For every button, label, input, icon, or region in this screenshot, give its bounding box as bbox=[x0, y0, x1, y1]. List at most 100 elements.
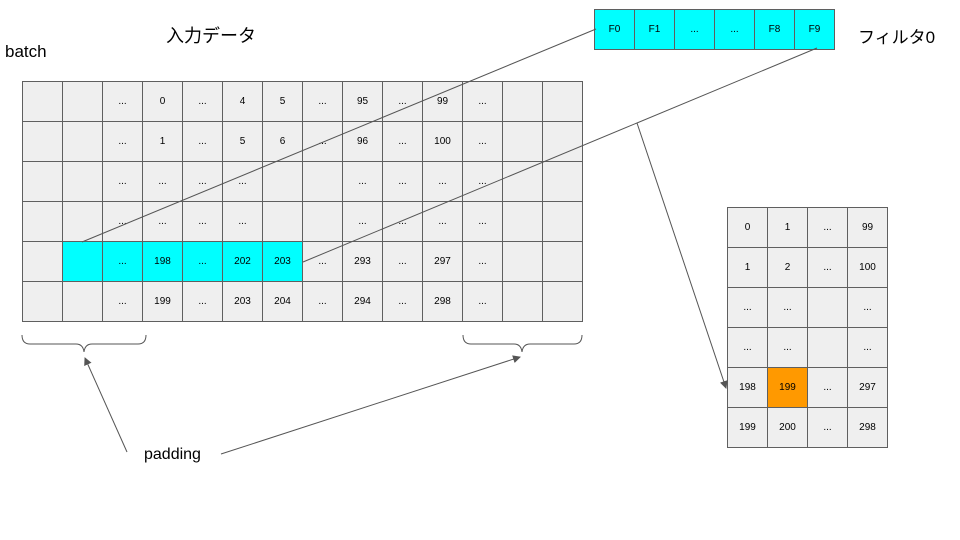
input-grid-cell: ... bbox=[302, 281, 343, 322]
output-grid-cell: ... bbox=[727, 327, 768, 368]
input-grid-cell: ... bbox=[422, 201, 463, 242]
input-grid-cell: ... bbox=[382, 201, 423, 242]
output-grid-cell bbox=[807, 287, 848, 328]
input-grid-cell: ... bbox=[222, 161, 263, 202]
output-grid-cell: 2 bbox=[767, 247, 808, 288]
input-grid-cell: 5 bbox=[222, 121, 263, 162]
input-grid-row: ........................ bbox=[22, 201, 583, 242]
input-grid-cell: ... bbox=[102, 201, 143, 242]
input-grid-cell bbox=[22, 81, 63, 122]
input-grid-cell bbox=[22, 161, 63, 202]
input-grid-cell bbox=[22, 121, 63, 162]
input-grid-cell: 199 bbox=[142, 281, 183, 322]
output-grid-row: ......... bbox=[727, 327, 888, 368]
input-grid-cell bbox=[262, 161, 303, 202]
filter-cell: F1 bbox=[634, 9, 675, 50]
input-grid-cell bbox=[262, 201, 303, 242]
input-grid-cell: ... bbox=[382, 281, 423, 322]
output-grid-cell: ... bbox=[847, 287, 888, 328]
padding-label: padding bbox=[144, 446, 201, 463]
input-grid-cell: 4 bbox=[222, 81, 263, 122]
output-grid-cell: 1 bbox=[767, 207, 808, 248]
output-grid-cell: 1 bbox=[727, 247, 768, 288]
input-grid-cell: 202 bbox=[222, 241, 263, 282]
input-grid-cell: 203 bbox=[222, 281, 263, 322]
input-grid-cell: 297 bbox=[422, 241, 463, 282]
input-grid-cell: 294 bbox=[342, 281, 383, 322]
input-grid-row: ........................ bbox=[22, 161, 583, 202]
input-grid-cell: ... bbox=[142, 201, 183, 242]
input-grid-cell: 99 bbox=[422, 81, 463, 122]
input-grid-cell: ... bbox=[462, 161, 503, 202]
filter-cell: ... bbox=[674, 9, 715, 50]
input-grid-cell bbox=[62, 201, 103, 242]
filter-cell: F8 bbox=[754, 9, 795, 50]
input-grid-cell bbox=[22, 201, 63, 242]
input-grid-cell: ... bbox=[382, 121, 423, 162]
filter-cell: F0 bbox=[594, 9, 635, 50]
padding-arrow-right bbox=[220, 355, 521, 455]
filter-to-output-arrow bbox=[636, 122, 728, 389]
input-grid-cell: 5 bbox=[262, 81, 303, 122]
padding-arrow-left bbox=[84, 357, 128, 453]
input-grid-cell: ... bbox=[382, 81, 423, 122]
input-grid-cell bbox=[542, 241, 583, 282]
input-grid-cell bbox=[502, 241, 543, 282]
output-grid-cell: 99 bbox=[847, 207, 888, 248]
input-grid-cell: ... bbox=[182, 281, 223, 322]
input-grid-cell: 204 bbox=[262, 281, 303, 322]
input-grid-cell: ... bbox=[462, 121, 503, 162]
input-grid-cell: ... bbox=[462, 81, 503, 122]
output-grid-cell: 100 bbox=[847, 247, 888, 288]
output-grid-cell: 200 bbox=[767, 407, 808, 448]
input-grid-cell: ... bbox=[462, 241, 503, 282]
output-grid-cell bbox=[807, 327, 848, 368]
output-grid-cell: 198 bbox=[727, 367, 768, 408]
input-grid-cell bbox=[62, 241, 103, 282]
input-grid-cell bbox=[542, 201, 583, 242]
input-grid-cell: ... bbox=[302, 121, 343, 162]
input-grid-cell: ... bbox=[182, 201, 223, 242]
output-grid-cell: ... bbox=[807, 247, 848, 288]
padding-left-brace bbox=[21, 334, 147, 353]
input-grid-cell: ... bbox=[462, 281, 503, 322]
filter-cell: ... bbox=[714, 9, 755, 50]
input-grid-cell: ... bbox=[422, 161, 463, 202]
output-grid-cell: ... bbox=[847, 327, 888, 368]
output-grid-cell: 199 bbox=[727, 407, 768, 448]
input-grid-cell: ... bbox=[182, 121, 223, 162]
input-grid-cell bbox=[502, 281, 543, 322]
input-grid-cell: 298 bbox=[422, 281, 463, 322]
input-grid-cell: 6 bbox=[262, 121, 303, 162]
input-grid-cell: ... bbox=[382, 161, 423, 202]
output-grid-cell: 199 bbox=[767, 367, 808, 408]
input-grid-cell bbox=[62, 161, 103, 202]
input-grid-cell: ... bbox=[182, 161, 223, 202]
input-grid-cell: ... bbox=[342, 161, 383, 202]
input-grid-cell bbox=[542, 161, 583, 202]
input-grid-cell: ... bbox=[462, 201, 503, 242]
input-grid-cell: ... bbox=[142, 161, 183, 202]
input-grid-cell bbox=[22, 241, 63, 282]
input-grid-cell bbox=[502, 201, 543, 242]
input-grid-cell: ... bbox=[102, 121, 143, 162]
input-grid-cell: ... bbox=[102, 161, 143, 202]
input-grid-cell: ... bbox=[302, 241, 343, 282]
input-grid-cell: 95 bbox=[342, 81, 383, 122]
input-grid-cell bbox=[302, 161, 343, 202]
output-grid-cell: 297 bbox=[847, 367, 888, 408]
output-grid-cell: ... bbox=[767, 327, 808, 368]
input-grid-cell bbox=[542, 121, 583, 162]
input-grid-cell bbox=[62, 81, 103, 122]
input-grid-cell bbox=[62, 121, 103, 162]
